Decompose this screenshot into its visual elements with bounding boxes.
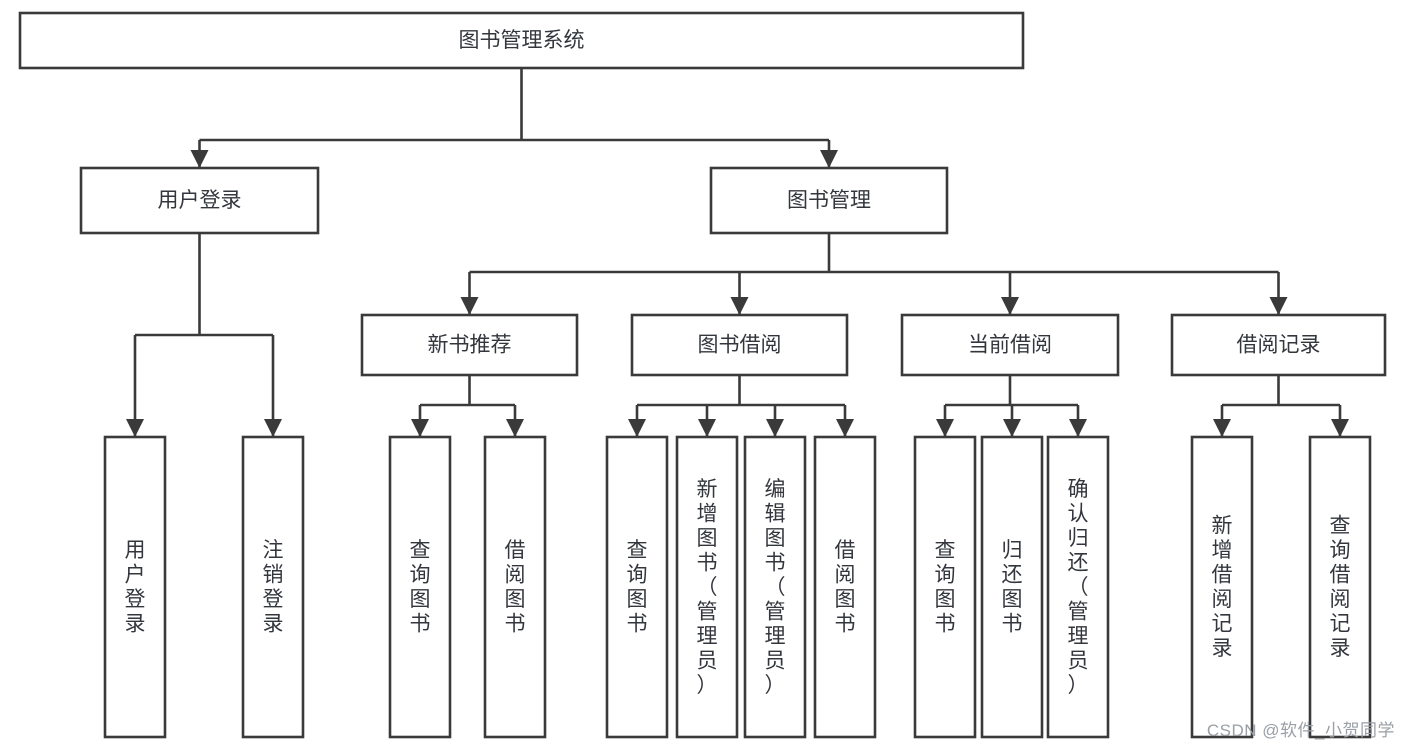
node-current-borrow-label: 当前借阅 — [968, 334, 1052, 357]
arrow-head-icon — [460, 297, 479, 315]
arrow-head-icon — [766, 419, 784, 437]
node-new-book-recommend[interactable]: 新书推荐 — [360, 313, 579, 377]
node-leaf-borrow-book-1-box[interactable] — [483, 435, 547, 739]
node-leaf-borrow-book-2-box[interactable] — [813, 435, 877, 739]
node-borrow-record[interactable]: 借阅记录 — [1170, 313, 1387, 377]
nodes-layer: 图书管理系统用户登录图书管理新书推荐图书借阅当前借阅借阅记录用户登录注销登录查询… — [18, 11, 1387, 739]
node-book-borrow-box[interactable] — [630, 313, 849, 377]
node-leaf-search-book-2-label: 查询图书 — [627, 539, 648, 636]
node-leaf-logout-label: 注销登录 — [263, 539, 284, 636]
node-user-login-box[interactable] — [79, 166, 320, 235]
arrow-head-icon — [1269, 297, 1288, 315]
node-leaf-borrow-book-1-label: 借阅图书 — [505, 539, 526, 636]
node-leaf-logout-box[interactable] — [241, 435, 305, 739]
node-leaf-edit-book[interactable]: 编辑图书（管理员） — [743, 435, 807, 739]
watermark-text: CSDN @软件_小贺同学 — [1206, 721, 1395, 740]
node-leaf-user-login-label: 用户登录 — [125, 539, 146, 636]
node-leaf-borrow-book-2-label: 借阅图书 — [835, 539, 856, 636]
node-leaf-user-login[interactable]: 用户登录 — [103, 435, 167, 739]
arrow-head-icon — [1331, 419, 1349, 437]
node-leaf-return-book[interactable]: 归还图书 — [980, 435, 1044, 739]
node-leaf-edit-book-label: 编辑图书（管理员） — [765, 478, 786, 697]
node-leaf-user-login-box[interactable] — [103, 435, 167, 739]
node-leaf-search-record-label: 查询借阅记录 — [1330, 515, 1351, 661]
arrow-head-icon — [698, 419, 716, 437]
arrow-head-icon — [628, 419, 646, 437]
node-book-borrow[interactable]: 图书借阅 — [630, 313, 849, 377]
node-user-login[interactable]: 用户登录 — [79, 166, 320, 235]
node-leaf-return-book-box[interactable] — [980, 435, 1044, 739]
arrow-head-icon — [264, 419, 282, 437]
node-leaf-search-book-2[interactable]: 查询图书 — [605, 435, 669, 739]
node-root-box[interactable] — [18, 11, 1025, 70]
arrow-head-icon — [1213, 419, 1231, 437]
arrow-head-icon — [820, 150, 838, 168]
arrow-head-icon — [836, 419, 854, 437]
node-leaf-search-record-box[interactable] — [1308, 435, 1372, 739]
arrow-head-icon — [1001, 297, 1019, 315]
node-leaf-search-book-1-box[interactable] — [388, 435, 452, 739]
node-leaf-borrow-book-2[interactable]: 借阅图书 — [813, 435, 877, 739]
node-leaf-borrow-book-1[interactable]: 借阅图书 — [483, 435, 547, 739]
node-leaf-add-record-label: 新增借阅记录 — [1212, 515, 1233, 661]
node-borrow-record-box[interactable] — [1170, 313, 1387, 377]
node-leaf-search-book-3-box[interactable] — [913, 435, 977, 739]
arrow-head-icon — [730, 297, 749, 315]
arrow-head-icon — [506, 419, 524, 437]
node-book-borrow-label: 图书借阅 — [698, 334, 782, 357]
connectors-layer — [126, 68, 1349, 437]
node-leaf-confirm-return-box[interactable] — [1046, 435, 1110, 739]
node-leaf-logout[interactable]: 注销登录 — [241, 435, 305, 739]
node-current-borrow[interactable]: 当前借阅 — [900, 313, 1120, 377]
node-user-login-label: 用户登录 — [158, 189, 242, 212]
node-root[interactable]: 图书管理系统 — [18, 11, 1025, 70]
node-leaf-search-book-1-label: 查询图书 — [410, 539, 431, 636]
node-leaf-add-book[interactable]: 新增图书（管理员） — [675, 435, 739, 739]
arrow-head-icon — [126, 419, 144, 437]
node-leaf-add-record-box[interactable] — [1190, 435, 1254, 739]
node-borrow-record-label: 借阅记录 — [1237, 334, 1321, 357]
node-book-management-box[interactable] — [709, 166, 949, 235]
node-leaf-search-book-3-label: 查询图书 — [935, 539, 956, 636]
node-book-management-label: 图书管理 — [787, 189, 871, 212]
node-new-book-recommend-box[interactable] — [360, 313, 579, 377]
node-leaf-confirm-return[interactable]: 确认归还（管理员） — [1046, 435, 1110, 739]
node-leaf-search-book-2-box[interactable] — [605, 435, 669, 739]
arrow-head-icon — [936, 419, 954, 437]
node-root-label: 图书管理系统 — [459, 29, 585, 52]
node-leaf-add-book-box[interactable] — [675, 435, 739, 739]
arrow-head-icon — [1069, 419, 1087, 437]
node-leaf-edit-book-box[interactable] — [743, 435, 807, 739]
node-leaf-add-book-label: 新增图书（管理员） — [697, 478, 718, 697]
node-leaf-confirm-return-label: 确认归还（管理员） — [1068, 478, 1089, 697]
node-leaf-search-book-3[interactable]: 查询图书 — [913, 435, 977, 739]
arrow-head-icon — [1003, 419, 1021, 437]
node-leaf-add-record[interactable]: 新增借阅记录 — [1190, 435, 1254, 739]
node-book-management[interactable]: 图书管理 — [709, 166, 949, 235]
node-leaf-search-book-1[interactable]: 查询图书 — [388, 435, 452, 739]
node-leaf-search-record[interactable]: 查询借阅记录 — [1308, 435, 1372, 739]
arrow-head-icon — [411, 419, 429, 437]
node-leaf-return-book-label: 归还图书 — [1002, 539, 1023, 636]
node-new-book-recommend-label: 新书推荐 — [428, 334, 512, 357]
arrow-head-icon — [190, 150, 209, 168]
node-current-borrow-box[interactable] — [900, 313, 1120, 377]
